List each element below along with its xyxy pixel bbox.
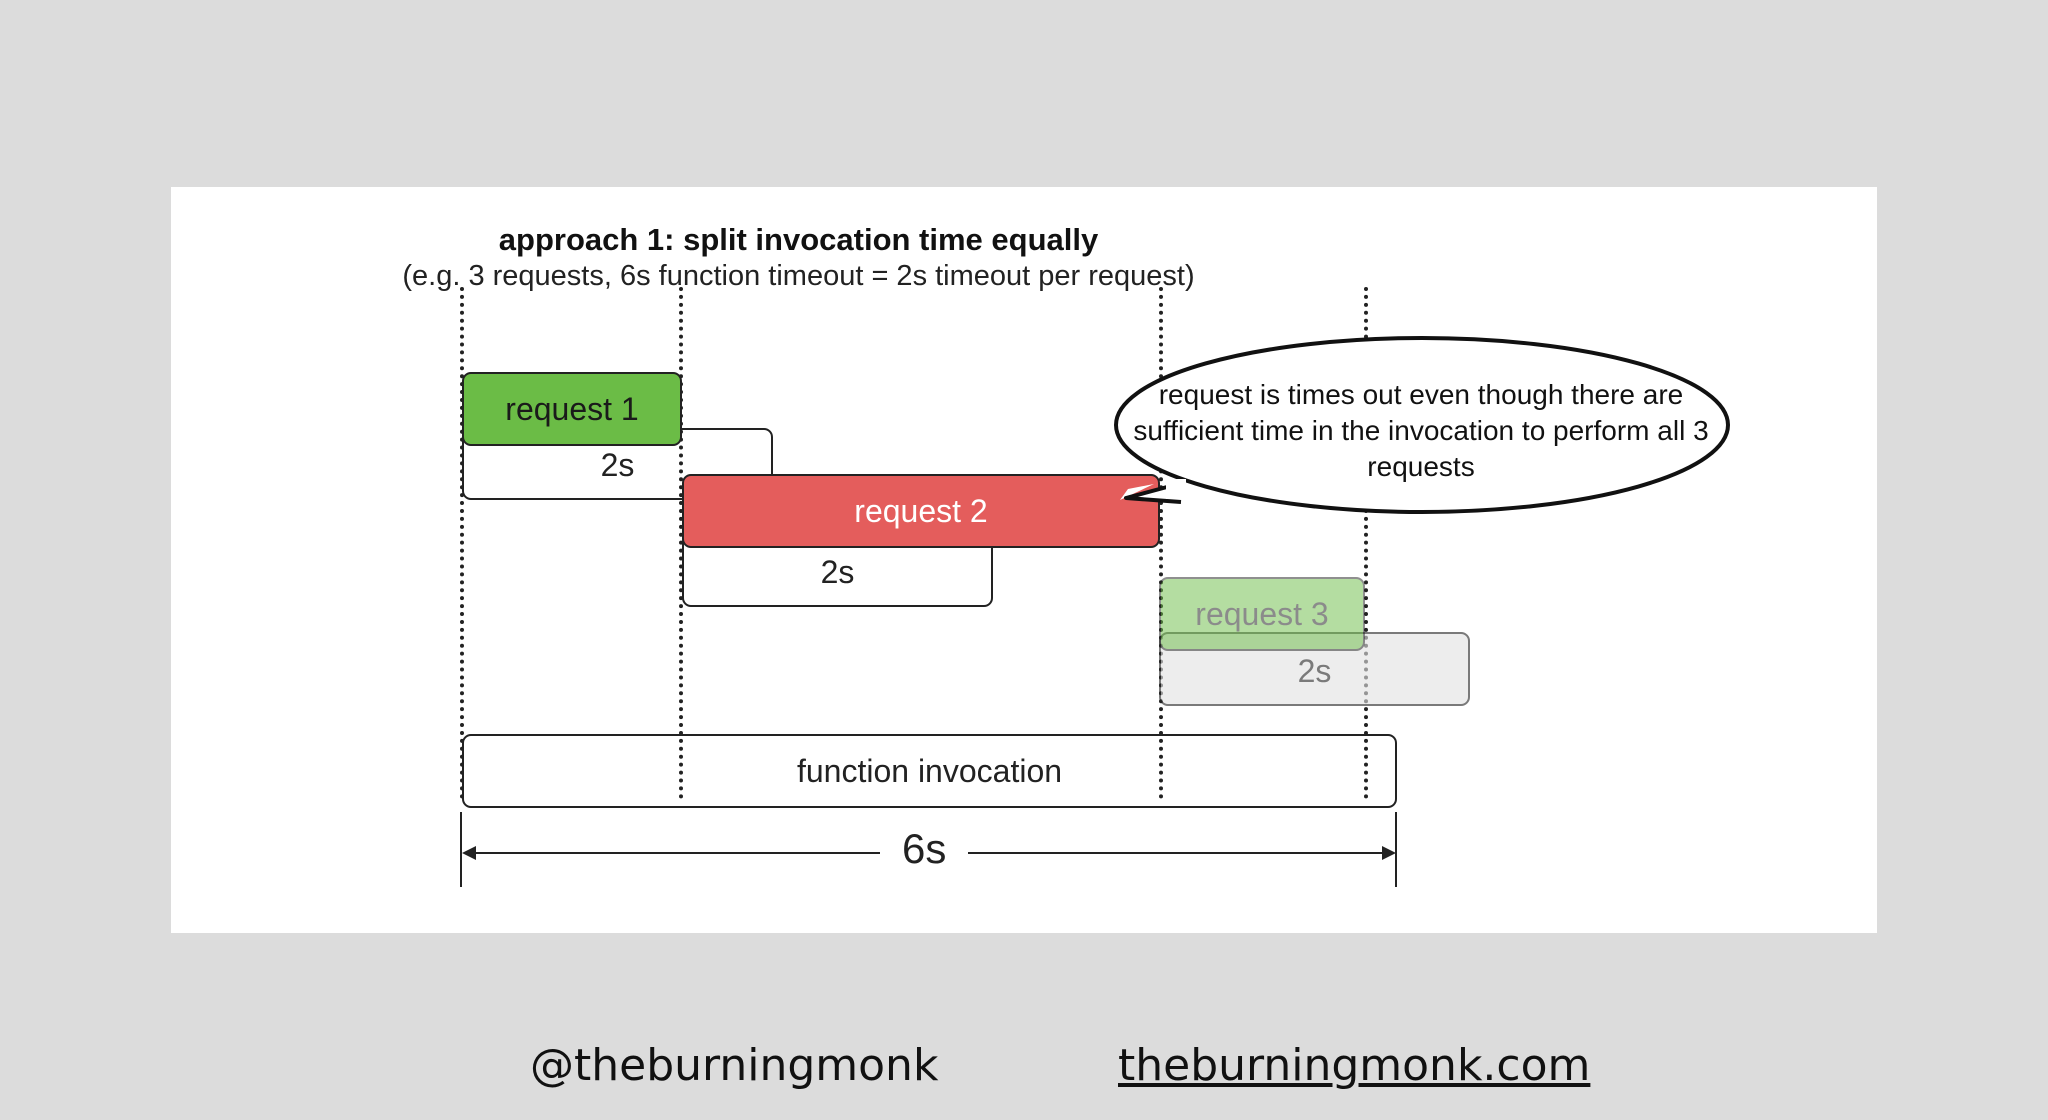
arrow-right-icon	[1382, 846, 1396, 860]
time-marker-0s	[460, 287, 464, 799]
diagram-title: approach 1: split invocation time equall…	[498, 222, 1099, 257]
footer-handle: @theburningmonk	[530, 1040, 939, 1091]
request-3-box: request 3	[1159, 577, 1365, 651]
timeline-duration-label: 6s	[880, 825, 969, 873]
time-marker-4s	[1159, 287, 1163, 799]
request-1-duration: 2s	[600, 447, 635, 483]
timeline-start-tick	[460, 812, 462, 887]
request-3-label: request 3	[1195, 595, 1329, 632]
diagram-subtitle: (e.g. 3 requests, 6s function timeout = …	[402, 260, 1195, 292]
request-2-duration: 2s	[820, 554, 855, 590]
time-marker-6s	[1364, 287, 1368, 799]
callout-text: request is times out even though there a…	[1133, 379, 1709, 482]
time-marker-2s	[679, 287, 683, 799]
request-2-box: request 2	[682, 474, 1160, 548]
timeline-end-tick	[1395, 812, 1397, 887]
arrow-left-icon	[462, 846, 476, 860]
slide: approach 1: split invocation time equall…	[171, 187, 1877, 933]
footer-website-link[interactable]: theburningmonk.com	[1118, 1040, 1591, 1091]
function-invocation-label: function invocation	[796, 752, 1063, 789]
function-invocation-box: function invocation	[462, 734, 1397, 808]
request-3-duration: 2s	[1297, 653, 1332, 689]
speech-bubble	[1114, 336, 1730, 514]
request-1-label: request 1	[505, 390, 639, 427]
request-2-label: request 2	[854, 492, 988, 529]
request-1-box: request 1	[462, 372, 682, 446]
